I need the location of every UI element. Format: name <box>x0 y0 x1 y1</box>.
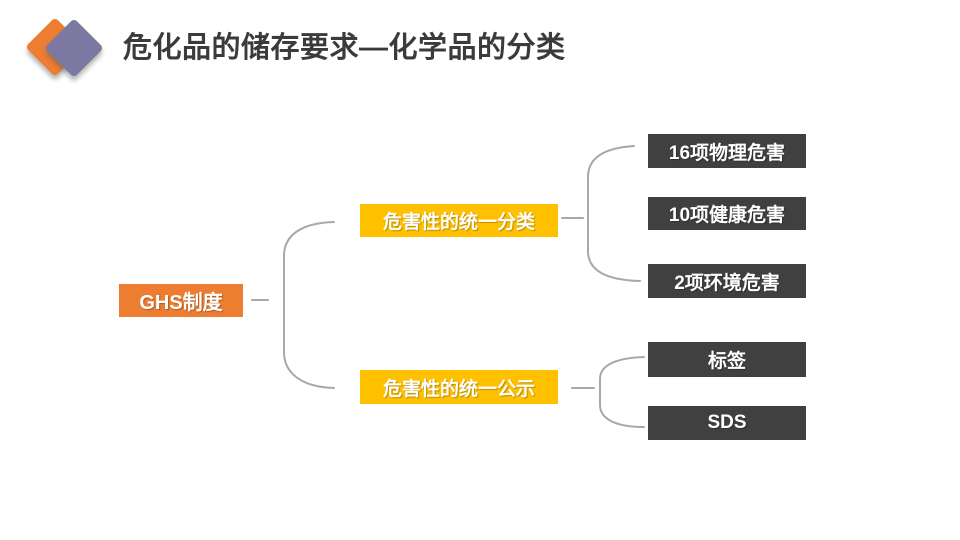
tree-node-sds: SDS <box>648 406 806 440</box>
tree-node-physical-hazards: 16项物理危害 <box>648 134 806 168</box>
tree-node-environment-hazards: 2项环境危害 <box>648 264 806 298</box>
connector-branch2-brace <box>599 356 645 428</box>
tree-node-label: 标签 <box>648 342 806 377</box>
tree-node-classification: 危害性的统一分类 <box>360 204 558 237</box>
tree-node-disclosure: 危害性的统一公示 <box>360 370 558 404</box>
slide-title: 危化品的储存要求—化学品的分类 <box>123 32 566 64</box>
tree-node-ghs: GHS制度 <box>119 284 243 317</box>
connector-root-brace <box>283 221 335 389</box>
tree-node-health-hazards: 10项健康危害 <box>648 197 806 230</box>
connector-branch1-brace <box>587 145 641 282</box>
